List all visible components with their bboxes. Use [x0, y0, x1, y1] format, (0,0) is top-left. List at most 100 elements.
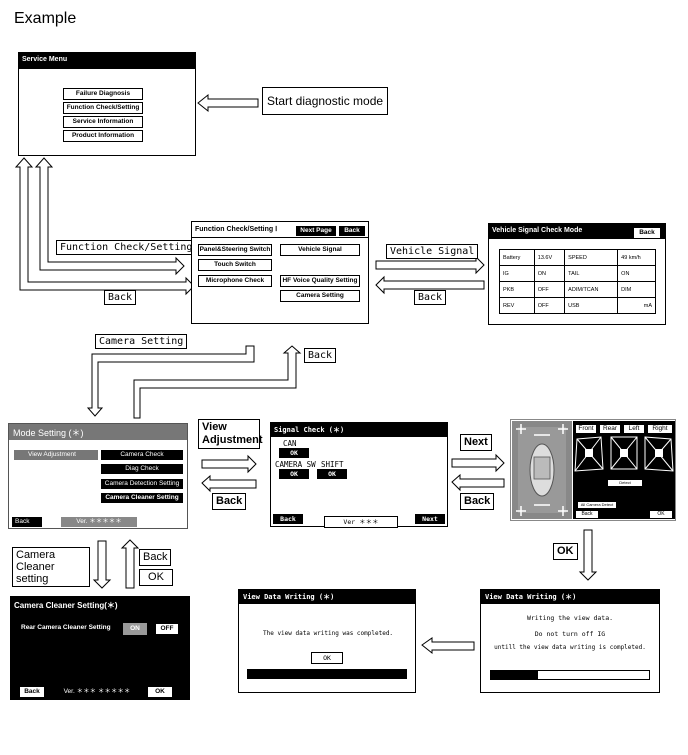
product-information-button[interactable]: Product Information [63, 130, 143, 142]
camera-cleaner-ok-button[interactable]: OK [147, 686, 173, 698]
camera-view-ok-button[interactable]: OK [649, 510, 673, 519]
page-heading: Example [14, 10, 77, 27]
signal-name: ADIM/TCAN [564, 281, 619, 298]
writing-line-2: Do not turn off IG [534, 630, 606, 638]
ok-label-2: OK [139, 569, 173, 586]
shift-label: SHIFT [321, 460, 344, 469]
tab-rear[interactable]: Rear [599, 424, 621, 434]
view-adjustment-label: View Adjustment [198, 419, 263, 449]
back-label-3: Back [304, 348, 337, 363]
camera-panel: Front Rear Left Right Detect All Camera … [573, 421, 675, 519]
cleaner-off-button[interactable]: OFF [155, 623, 179, 635]
mode-setting-version: Ver. ＊＊＊＊＊ [61, 517, 137, 527]
camera-cleaner-version: Ver. ＊＊＊ ＊＊＊＊＊ [61, 688, 133, 696]
service-information-button[interactable]: Service Information [63, 116, 143, 128]
written-progress-bar [247, 669, 407, 679]
camera-cleaner-setting-button[interactable]: Camera Cleaner Setting [101, 493, 183, 503]
camera-check-button[interactable]: Camera Check [101, 450, 183, 460]
writing-line-3: untill the view data writing is complete… [494, 644, 646, 651]
cleaner-on-button[interactable]: ON [123, 623, 147, 635]
back-label-5: Back [460, 493, 495, 510]
tab-right[interactable]: Right [647, 424, 673, 434]
signal-name: IG [499, 265, 535, 282]
next-page-button[interactable]: Next Page [296, 226, 336, 236]
back-label-1: Back [104, 290, 137, 305]
signal-name: USB [564, 297, 619, 314]
mode-setting-back-button[interactable]: Back [12, 517, 42, 527]
signal-check-back-button[interactable]: Back [273, 514, 303, 524]
signal-name: PKB [499, 281, 535, 298]
vehicle-signal-back-button[interactable]: Back [633, 227, 661, 239]
signal-check-screen: Signal Check (＊) CAN OK CAMERA SW SHIFT … [270, 422, 448, 528]
camera-detection-setting-button[interactable]: Camera Detection Setting [101, 479, 183, 489]
camera-view-screen: Front Rear Left Right Detect All Camera … [510, 419, 676, 521]
car-icon [516, 424, 568, 516]
vehicle-signal-screen: Vehicle Signal Check Mode Back Battery 1… [488, 223, 666, 325]
table-row: Battery 13.6V SPEED 49 km/h [499, 249, 656, 266]
camera-sw-label: CAMERA SW [275, 460, 316, 469]
back-label-2: Back [414, 290, 447, 305]
diag-check-button[interactable]: Diag Check [101, 464, 183, 474]
signal-value: 49 km/h [617, 249, 656, 266]
camera-setting-button[interactable]: Camera Setting [280, 290, 360, 302]
signal-value: DIM [617, 281, 656, 298]
view-writing-screen: View Data Writing (＊) Writing the view d… [480, 589, 660, 693]
camera-cleaner-back-button[interactable]: Back [19, 686, 45, 698]
function-check-back-button[interactable]: Back [339, 226, 365, 236]
shift-ok: OK [317, 469, 347, 479]
function-check-title-text: Function Check/Setting Ⅰ [195, 226, 278, 233]
tab-front[interactable]: Front [575, 424, 597, 434]
ok-label-1: OK [553, 543, 578, 560]
vehicle-signal-button[interactable]: Vehicle Signal [280, 244, 360, 256]
function-check-screen: Function Check/Setting Ⅰ Next Page Back … [191, 221, 369, 324]
vehicle-signal-title: Vehicle Signal Check Mode [489, 224, 665, 239]
car-top-view [512, 421, 572, 519]
back-label-4: Back [212, 493, 247, 510]
signal-value: ON [617, 265, 656, 282]
detect-button[interactable]: Detect [607, 479, 643, 487]
camera-sw-ok: OK [279, 469, 309, 479]
table-row: PKB OFF ADIM/TCAN DIM [499, 281, 656, 298]
view-written-ok-button[interactable]: OK [311, 652, 343, 664]
next-label: Next [460, 434, 492, 451]
tab-left[interactable]: Left [623, 424, 645, 434]
touch-switch-button[interactable]: Touch Switch [198, 259, 272, 271]
hf-voice-quality-button[interactable]: HF Voice Quality Setting [280, 275, 360, 287]
rear-cleaner-label: Rear Camera Cleaner Setting [21, 624, 111, 631]
signal-value: mA [617, 297, 656, 314]
failure-diagnosis-button[interactable]: Failure Diagnosis [63, 88, 143, 100]
start-diagnostic-label: Start diagnostic mode [262, 87, 389, 115]
signal-name: REV [499, 297, 535, 314]
writing-progress-fill [491, 671, 539, 679]
all-camera-detect-button[interactable]: All Camera Detect [577, 501, 617, 509]
mode-setting-screen: Mode Setting (＊) View Adjustment Camera … [8, 423, 188, 529]
camera-cleaner-label: Camera Cleaner setting [12, 547, 90, 587]
view-written-title: View Data Writing (＊) [239, 590, 415, 604]
writing-progress-bar [490, 670, 650, 680]
view-written-screen: View Data Writing (＊) The view data writ… [238, 589, 416, 693]
calibration-targets [574, 436, 674, 472]
service-menu-screen: Service Menu Failure Diagnosis Function … [18, 52, 196, 156]
signal-check-version: Ver ＊＊＊ [324, 516, 398, 528]
table-row: REV OFF USB mA [499, 297, 656, 314]
view-writing-title: View Data Writing (＊) [481, 590, 659, 604]
back-label-6: Back [139, 549, 172, 566]
function-check-label: Function Check/Setting [56, 240, 197, 255]
function-check-button[interactable]: Function Check/Setting [63, 102, 143, 114]
microphone-check-button[interactable]: Microphone Check [198, 275, 272, 287]
panel-steering-switch-button[interactable]: Panel&Steering Switch [198, 244, 272, 256]
table-row: IG ON TAIL ON [499, 265, 656, 282]
signal-name: SPEED [564, 249, 619, 266]
vehicle-signal-table: Battery 13.6V SPEED 49 km/h IG ON TAIL O… [499, 249, 656, 314]
mode-setting-title: Mode Setting (＊) [9, 424, 187, 440]
camera-cleaner-label-text: Camera Cleaner setting [16, 549, 56, 585]
signal-value: OFF [533, 281, 566, 298]
written-message: The view data writing was completed. [263, 630, 394, 637]
view-adjustment-button[interactable]: View Adjustment [14, 450, 98, 460]
signal-name: TAIL [564, 265, 619, 282]
view-adjustment-label-text: View Adjustment [202, 421, 263, 446]
signal-check-next-button[interactable]: Next [415, 514, 445, 524]
signal-value: OFF [533, 297, 566, 314]
camera-view-back-button[interactable]: Back [575, 510, 599, 519]
